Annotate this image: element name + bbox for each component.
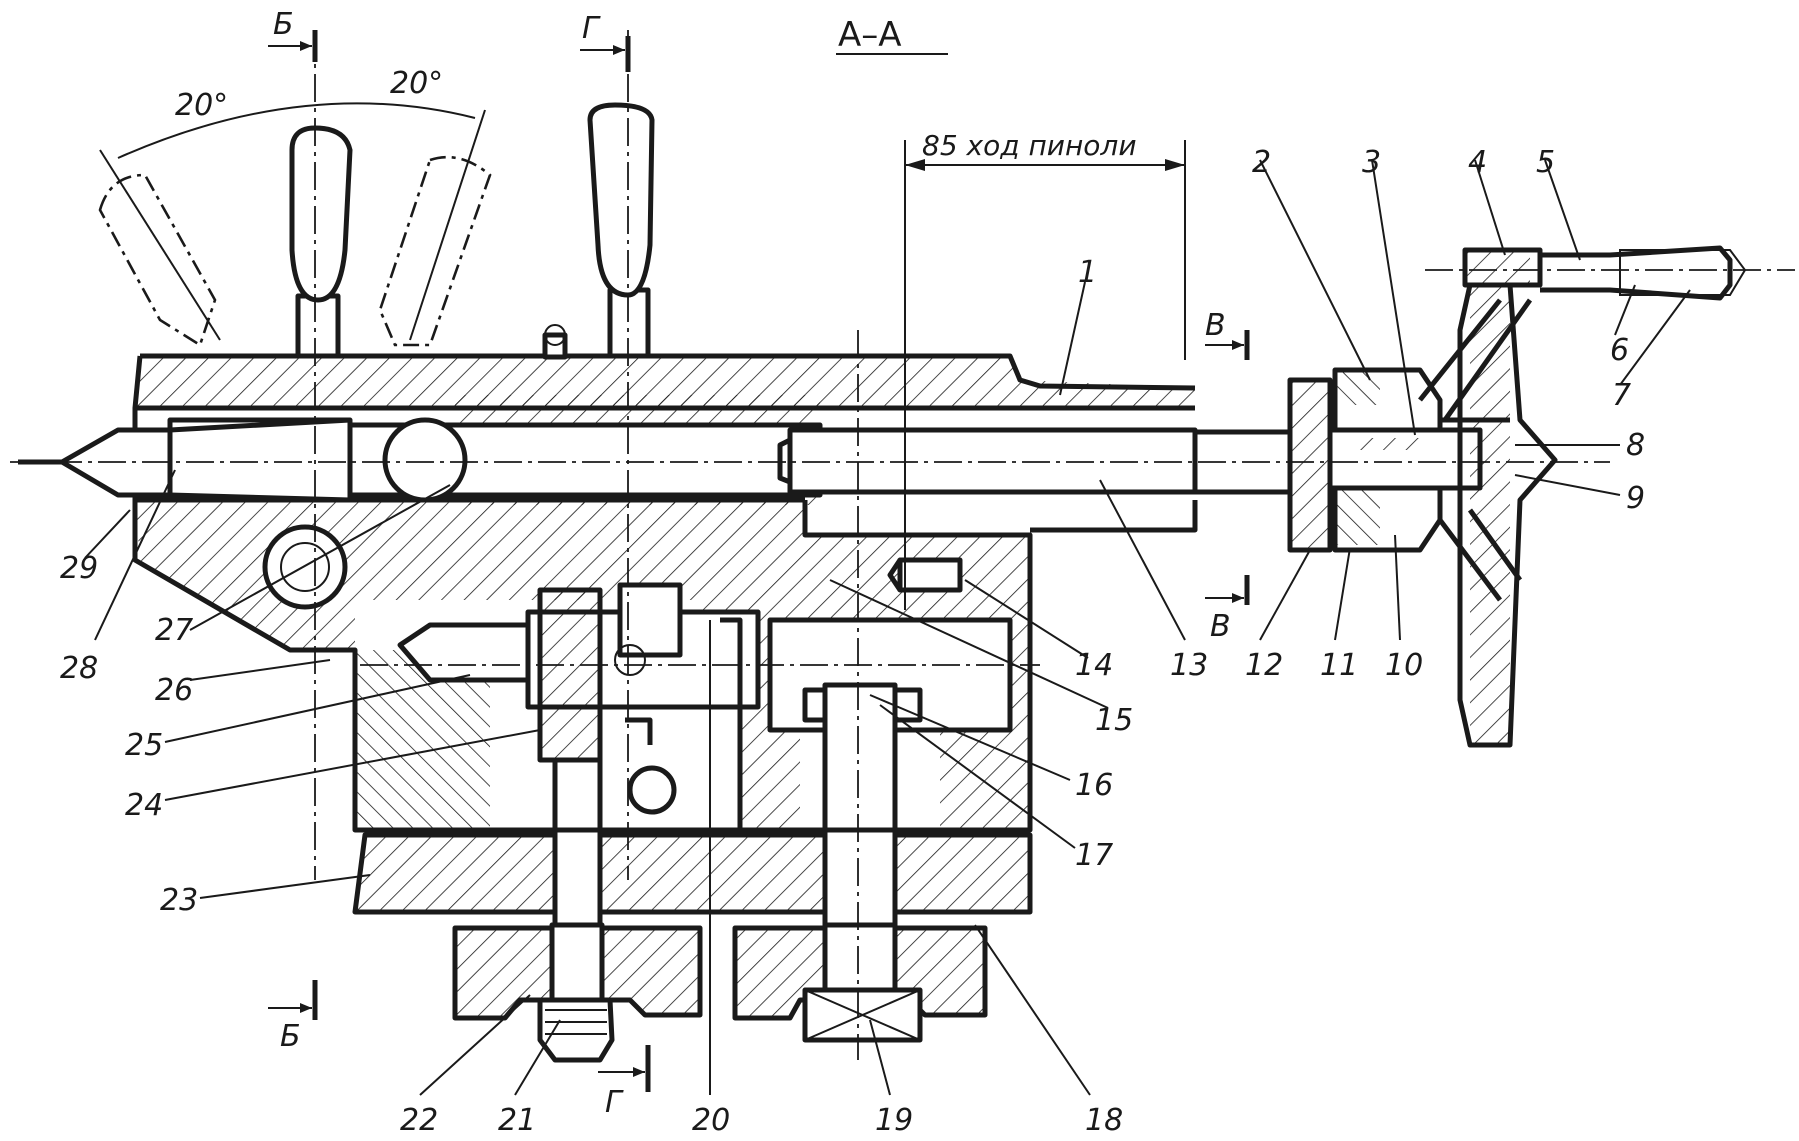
callout-6: 6: [1610, 333, 1629, 368]
lever-main: [289, 125, 353, 359]
section-marker-g-bottom: Г: [598, 1045, 651, 1120]
callout-17: 17: [1075, 838, 1113, 873]
callout-25: 25: [125, 728, 163, 763]
angle-right-label: 20°: [390, 66, 443, 101]
svg-text:В: В: [1205, 308, 1226, 343]
callout-26: 26: [155, 673, 193, 708]
section-marker-v-top: В: [1205, 308, 1250, 360]
callout-24: 24: [125, 788, 163, 823]
svg-text:Б: Б: [280, 1019, 301, 1054]
callout-13: 13: [1170, 648, 1208, 683]
quill: [167, 395, 1198, 505]
section-marker-b-bottom: Б: [268, 980, 318, 1054]
callout-22: 22: [400, 1103, 438, 1138]
base-plate: [352, 827, 1033, 928]
callout-10: 10: [1385, 648, 1423, 683]
svg-text:Б: Б: [273, 7, 294, 42]
lever-lock: [587, 102, 655, 359]
section-title: А–А: [838, 15, 902, 55]
callout-14: 14: [1075, 648, 1113, 683]
svg-text:Г: Г: [582, 11, 601, 46]
callout-leaders: [84, 159, 1691, 1096]
section-marker-b-top: Б: [268, 7, 318, 62]
angle-arc: [117, 102, 476, 159]
callout-18: 18: [1085, 1103, 1123, 1138]
callout-23: 23: [160, 883, 198, 918]
section-marker-v-bottom: В: [1205, 575, 1250, 644]
callout-9: 9: [1626, 481, 1645, 516]
lever-phantom-right: [378, 155, 492, 347]
bed-clamps: [452, 922, 988, 1063]
callout-2: 2: [1252, 145, 1271, 180]
handwheel: [1418, 245, 1795, 748]
callout-16: 16: [1075, 768, 1113, 803]
svg-text:Г: Г: [605, 1085, 624, 1120]
callout-8: 8: [1626, 428, 1645, 463]
callout-21: 21: [498, 1103, 536, 1138]
callout-1: 1: [1078, 255, 1097, 290]
angle-left-label: 20°: [175, 88, 228, 123]
callout-15: 15: [1095, 703, 1133, 738]
quill-travel-dimension: 85 ход пиноли: [904, 129, 1186, 610]
callout-3: 3: [1362, 145, 1381, 180]
callout-4: 4: [1468, 145, 1487, 180]
quill-travel-label: 85 ход пиноли: [922, 129, 1137, 162]
set-screw: [887, 557, 963, 593]
center-lines: [10, 30, 1610, 1060]
svg-text:В: В: [1210, 609, 1231, 644]
callout-20: 20: [692, 1103, 730, 1138]
section-marker-g-top: Г: [580, 11, 631, 72]
callout-5: 5: [1536, 145, 1555, 180]
mechanism: [397, 582, 1013, 988]
callout-numbers: 1 2 3 4 5 6 7 8 9 10 11 12 13 14 15 16 1…: [60, 145, 1645, 1138]
callout-12: 12: [1245, 648, 1283, 683]
lever-phantom-left: [98, 173, 217, 347]
callout-7: 7: [1612, 378, 1631, 413]
callout-28: 28: [60, 651, 98, 686]
callout-27: 27: [155, 613, 193, 648]
callout-19: 19: [875, 1103, 913, 1138]
callout-29: 29: [60, 551, 98, 586]
callout-11: 11: [1320, 648, 1358, 683]
